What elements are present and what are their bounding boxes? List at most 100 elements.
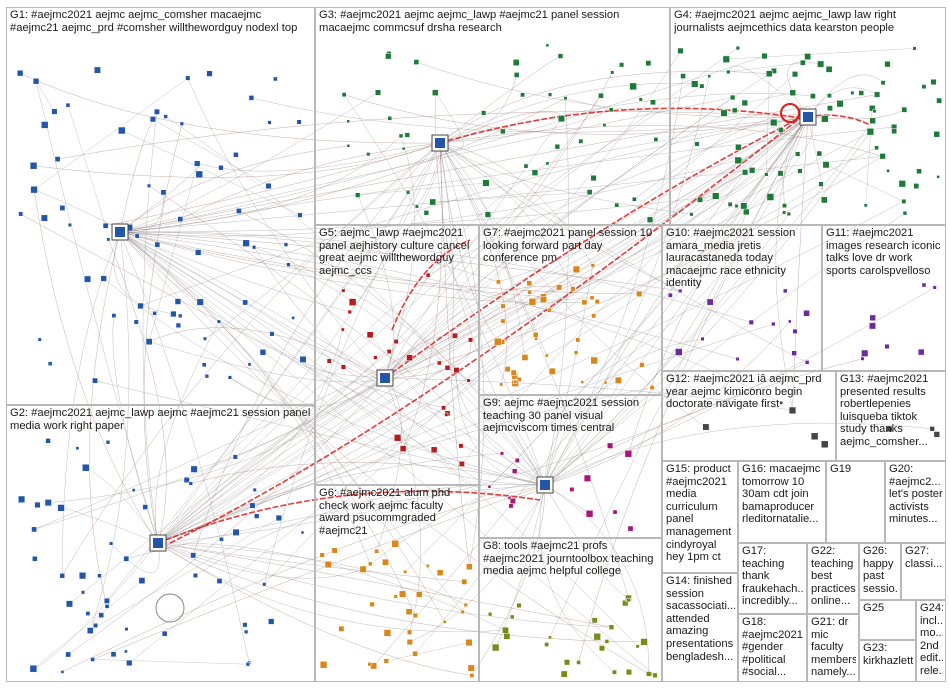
graph-node	[126, 659, 133, 667]
graph-edge	[439, 83, 695, 144]
graph-node	[863, 203, 868, 208]
graph-node	[16, 69, 24, 77]
graph-node	[444, 412, 449, 417]
graph-node	[727, 201, 733, 207]
graph-node	[513, 379, 518, 384]
graph-node	[286, 262, 291, 267]
graph-node	[383, 629, 392, 637]
graph-edge	[119, 231, 463, 612]
graph-edge	[119, 231, 681, 292]
graph-node	[902, 210, 908, 216]
graph-edge	[92, 659, 248, 665]
graph-edge	[544, 172, 746, 486]
group-label-g13: G13: #aejmc2021 presented results robert…	[840, 373, 929, 448]
graph-node	[874, 91, 881, 98]
graph-node	[625, 669, 632, 676]
graph-edge	[544, 76, 684, 486]
graph-node	[820, 196, 828, 204]
graph-node	[233, 152, 239, 158]
graph-node	[590, 174, 597, 182]
graph-node	[629, 82, 637, 91]
graph-node	[569, 487, 575, 492]
graph-node	[624, 450, 633, 458]
graph-node	[149, 116, 156, 123]
graph-node	[836, 100, 844, 108]
graph-edge	[416, 61, 809, 118]
graph-edge	[149, 341, 386, 383]
graph-node	[98, 612, 105, 618]
graph-node	[884, 343, 890, 350]
graph-node	[638, 97, 643, 102]
group-label-g8: G8: tools #aejmc21 profs #aejmc2021 jour…	[483, 540, 654, 578]
graph-edge	[143, 123, 183, 544]
graph-node	[348, 298, 357, 306]
graph-edge	[726, 48, 915, 60]
group-label-g21: G21: dr mic faculty members namely...	[811, 616, 856, 679]
graph-node	[340, 364, 347, 370]
group-box-g20: G20: #aejmc2... let's poster activists m…	[885, 461, 946, 543]
highlight-edge	[391, 239, 471, 331]
graph-node	[118, 126, 126, 135]
graph-node	[296, 119, 302, 125]
graph-node	[598, 645, 605, 652]
graph-edge	[439, 125, 883, 157]
graph-node	[65, 102, 71, 108]
group-label-g1: G1: #aejmc2021 aejmc aejmc_comsher macae…	[10, 9, 298, 34]
graph-node	[496, 279, 501, 285]
graph-node	[437, 360, 442, 366]
graph-edge	[119, 231, 250, 663]
graph-edge	[34, 189, 386, 379]
graph-node	[791, 350, 797, 356]
graph-node	[594, 299, 600, 305]
graph-edge	[544, 213, 790, 486]
graph-node	[461, 578, 468, 585]
graph-edge	[409, 484, 546, 643]
graph-node	[507, 496, 512, 500]
graph-node	[678, 288, 683, 293]
graph-edge	[344, 94, 809, 135]
graph-edge	[439, 142, 594, 266]
graph-node	[691, 80, 699, 88]
graph-node	[795, 151, 801, 157]
graph-node	[249, 502, 256, 509]
graph-node	[134, 233, 140, 239]
graph-edge	[544, 484, 629, 599]
graph-node	[520, 92, 525, 98]
graph-node	[720, 109, 728, 117]
graph-node	[500, 318, 506, 324]
graph-edge	[142, 111, 159, 544]
graph-edge	[148, 185, 546, 486]
graph-node	[110, 651, 117, 658]
graph-node	[764, 172, 769, 177]
graph-node	[346, 144, 351, 148]
graph-node	[585, 510, 594, 518]
graph-node	[355, 192, 361, 198]
graph-node	[866, 128, 875, 136]
group-box-g1: G1: #aejmc2021 aejmc aejmc_comsher macae…	[6, 7, 315, 405]
graph-edge	[439, 109, 612, 144]
group-label-g25: G25	[863, 602, 885, 614]
graph-node	[252, 487, 257, 492]
graph-node	[825, 65, 833, 73]
graph-node	[516, 602, 522, 609]
graph-edge	[119, 231, 752, 323]
graph-edge	[119, 92, 379, 233]
graph-node	[820, 440, 829, 449]
graph-node	[803, 309, 810, 317]
graph-node	[913, 183, 920, 189]
graph-edge	[119, 97, 566, 233]
graph-edge	[92, 484, 546, 660]
graph-node	[262, 582, 267, 587]
graph-edge	[94, 380, 546, 486]
graph-node	[722, 55, 730, 63]
graph-node	[265, 182, 272, 190]
graph-node	[175, 322, 182, 329]
graph-node	[31, 526, 37, 533]
graph-node	[516, 376, 522, 382]
graph-edge	[544, 321, 790, 486]
graph-edge	[157, 542, 645, 643]
graph-edge	[113, 231, 174, 315]
graph-node	[453, 367, 460, 374]
graph-node	[604, 639, 610, 644]
